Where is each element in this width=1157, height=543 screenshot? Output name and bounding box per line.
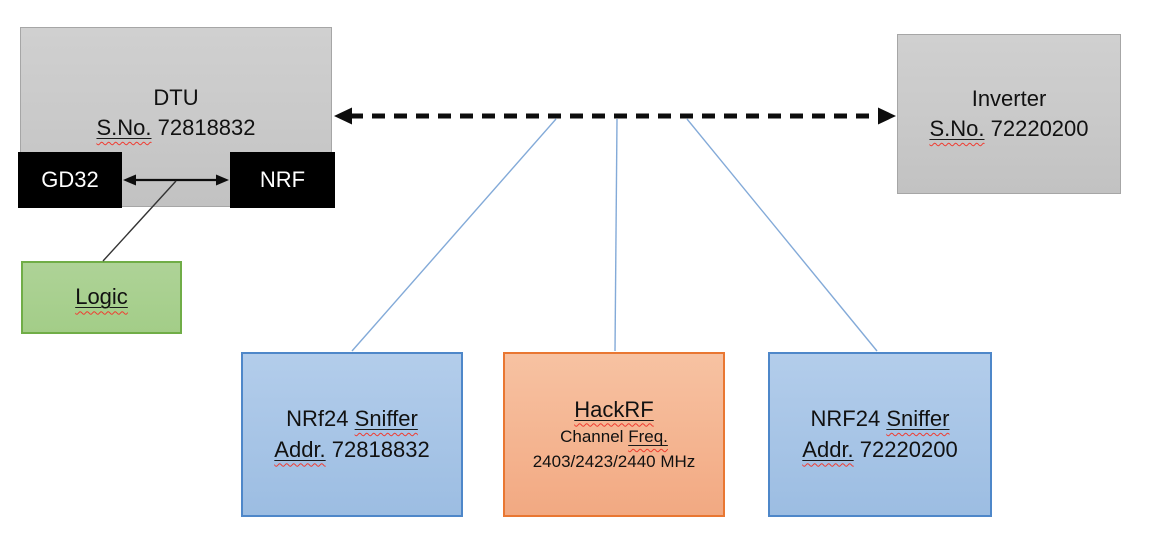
sniffer-left-addr-label: Addr. bbox=[274, 436, 326, 462]
hackrf-title: HackRF bbox=[574, 396, 654, 422]
tap-line-hackrf bbox=[614, 118, 618, 352]
logic-label: Logic bbox=[75, 284, 128, 310]
logic-label-line: Logic bbox=[75, 282, 128, 312]
sniffer-right-name: NRF24 bbox=[810, 406, 881, 432]
inverter-serial-label: S.No. bbox=[929, 116, 985, 141]
sniffer-left-line1: NRf24 Sniffer bbox=[286, 404, 418, 434]
logic-box: Logic bbox=[21, 261, 182, 334]
dtu-title: DTU bbox=[153, 84, 199, 110]
hackrf-word-freq: Freq. bbox=[628, 427, 668, 447]
sniffer-left-word-sniffer: Sniffer bbox=[354, 406, 418, 432]
tap-line-sniffer-right bbox=[686, 118, 878, 352]
inverter-title: Inverter bbox=[971, 85, 1047, 111]
inverter-box: Inverter S.No. 72220200 bbox=[897, 34, 1121, 194]
dtu-serial-label: S.No. bbox=[96, 115, 152, 140]
sniffer-right-addr-value: 72220200 bbox=[859, 436, 958, 462]
sniffer-left-line2: Addr. 72818832 bbox=[274, 435, 429, 465]
dashed-arrowhead-right-icon bbox=[878, 107, 896, 125]
sniffer-left-box: NRf24 Sniffer Addr. 72818832 bbox=[241, 352, 463, 517]
tap-line-sniffer-left bbox=[351, 118, 557, 352]
hackrf-box: HackRF Channel Freq. 2403/2423/2440 MHz bbox=[503, 352, 725, 517]
hackrf-channel-line: Channel Freq. bbox=[560, 425, 668, 450]
nrf-label: NRF bbox=[259, 166, 306, 192]
hackrf-frequencies: 2403/2423/2440 MHz bbox=[532, 451, 696, 471]
inverter-serial-value: 72220200 bbox=[990, 116, 1089, 141]
gd32-label: GD32 bbox=[41, 166, 99, 192]
sniffer-left-name: NRf24 bbox=[286, 406, 349, 432]
dtu-serial-line: S.No. 72818832 bbox=[96, 113, 255, 143]
sniffer-right-addr-label: Addr. bbox=[802, 436, 854, 462]
hackrf-title-line: HackRF bbox=[574, 395, 653, 425]
hackrf-word-channel: Channel bbox=[560, 427, 624, 447]
sniffer-right-word-sniffer: Sniffer bbox=[886, 406, 950, 432]
sniffer-right-line2: Addr. 72220200 bbox=[802, 435, 957, 465]
dashed-arrowhead-left-icon bbox=[334, 107, 352, 125]
gd32-box: GD32 bbox=[18, 152, 122, 208]
inverter-serial-line: S.No. 72220200 bbox=[929, 114, 1088, 144]
sniffer-right-box: NRF24 Sniffer Addr. 72220200 bbox=[768, 352, 992, 517]
sniffer-right-line1: NRF24 Sniffer bbox=[811, 404, 950, 434]
sniffer-left-addr-value: 72818832 bbox=[331, 436, 430, 462]
dtu-serial-value: 72818832 bbox=[157, 115, 256, 140]
nrf-box: NRF bbox=[230, 152, 335, 208]
